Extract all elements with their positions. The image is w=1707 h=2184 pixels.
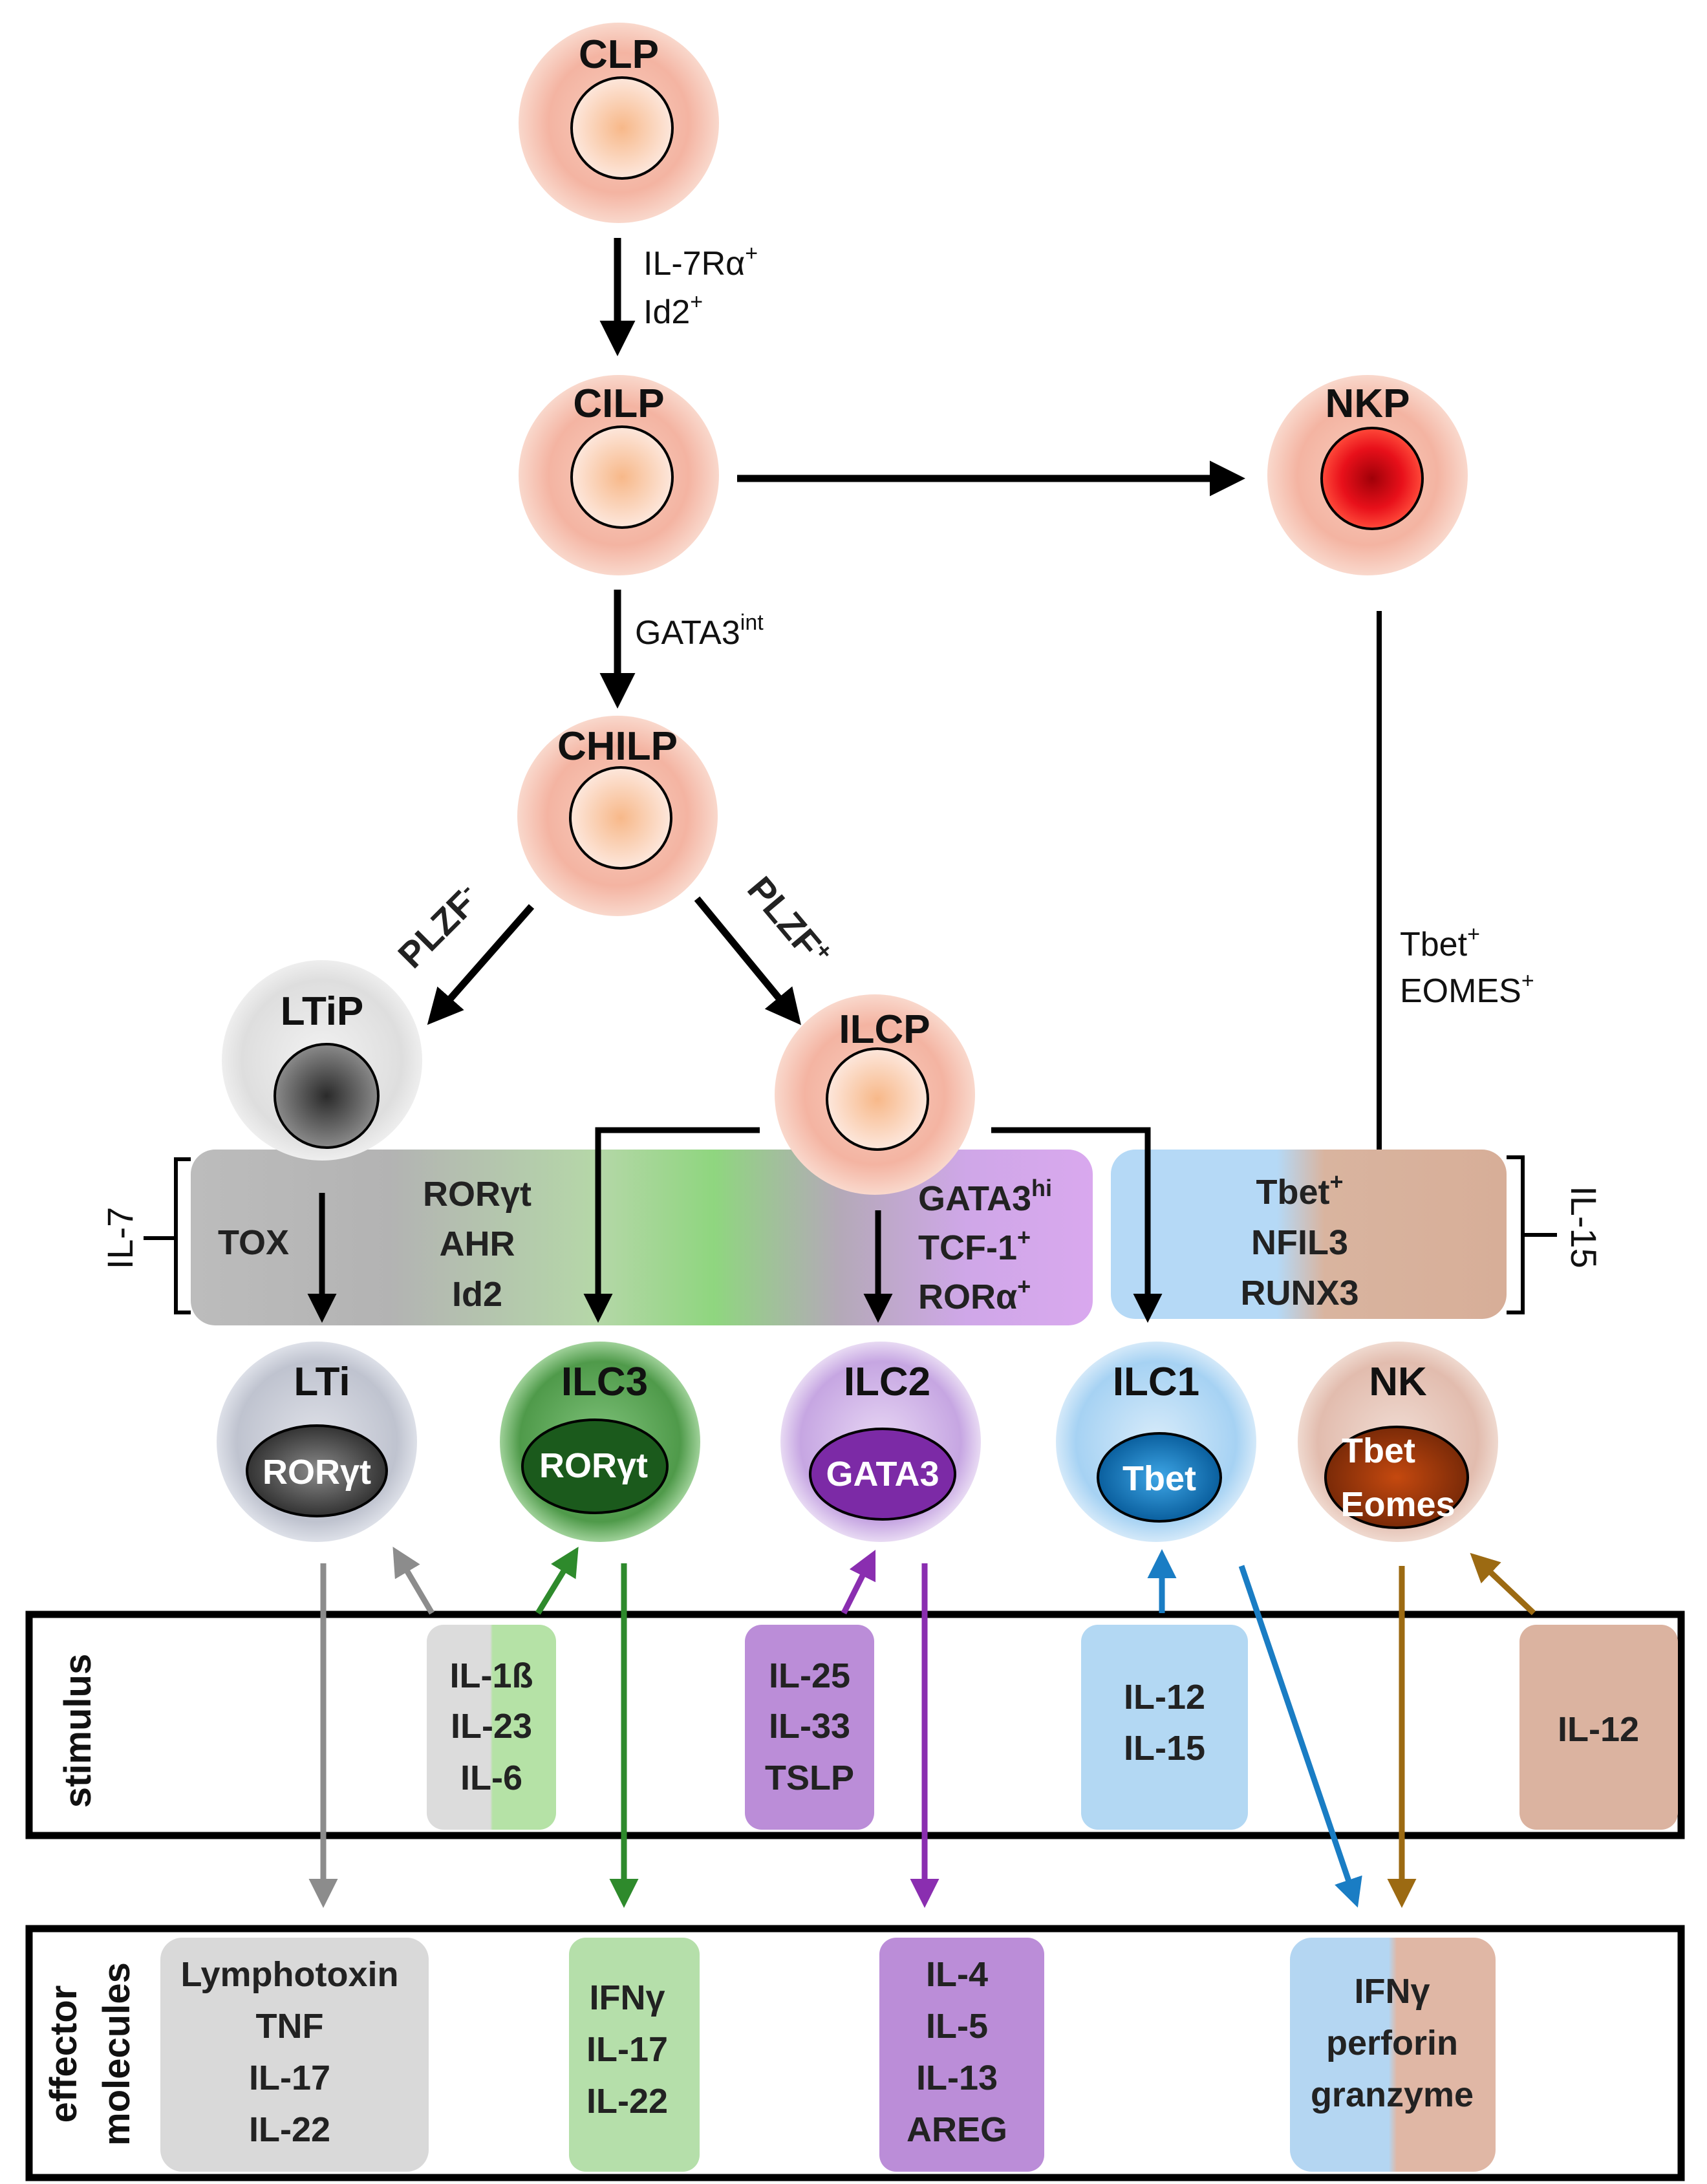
factor-tox: TOX [218, 1223, 289, 1262]
factor-ilc3-2: AHR [440, 1225, 515, 1263]
cell-nkp: NKP [1267, 375, 1468, 575]
stimulus-box-ilc2 [745, 1625, 874, 1830]
cell-ltip: LTiP [222, 960, 422, 1161]
arrow-ilc1-effector [1238, 1565, 1362, 1908]
lti-label: LTi [294, 1360, 350, 1404]
factor-ilc2-1: GATA3hi [918, 1175, 1052, 1218]
nk-label: NK [1369, 1360, 1427, 1404]
bracket-left [144, 1157, 191, 1314]
nk-nucleus-label-2: Eomes [1340, 1485, 1455, 1524]
stimulus-section-label: stimulus [57, 1654, 99, 1808]
effector-ilc2-3: IL-13 [916, 2059, 998, 2097]
effector-lti-4: IL-22 [249, 2110, 330, 2149]
chilp-ilcp-label: PLZF+ [740, 868, 839, 974]
stimulus-ilc2-1: IL-25 [769, 1656, 850, 1695]
factor-group1-3: RUNX3 [1240, 1274, 1358, 1312]
nk-nucleus-label-1: Tbet [1342, 1431, 1415, 1470]
stimulus-ilc3-1: IL-1ß [450, 1656, 533, 1695]
stimulus-ilc1-2: IL-15 [1124, 1729, 1205, 1768]
ltip-label: LTiP [281, 989, 364, 1034]
ilc1-nucleus-label: Tbet [1122, 1459, 1196, 1498]
effector-section-label-1: effector [43, 1986, 85, 2123]
stimulus-ilc3-3: IL-6 [460, 1759, 522, 1797]
stimulus-box-ilc1 [1081, 1625, 1248, 1830]
effector-lti-1: Lymphotoxin [181, 1955, 399, 1994]
effector-section-label-2: molecules [96, 1962, 138, 2146]
arrow-stimulus-ilc2 [841, 1549, 876, 1615]
stimulus-ilc2-2: IL-33 [769, 1707, 850, 1746]
stimulus-nk-1: IL-12 [1558, 1710, 1639, 1749]
ilcp-label: ILCP [839, 1007, 930, 1052]
nkp-nk-label-1: Tbet+ [1400, 922, 1480, 963]
effector-group1-1: IFNγ [1354, 1972, 1430, 2011]
effector-ilc2-4: AREG [907, 2110, 1007, 2149]
arrow-ilcp-ilc1 [991, 1127, 1163, 1323]
stimulus-ilc3-2: IL-23 [451, 1707, 532, 1746]
effector-lti-3: IL-17 [249, 2059, 330, 2097]
stimulus-box-ilc3 [427, 1625, 556, 1830]
effector-group1-2: perforin [1326, 2024, 1458, 2062]
cytokine-il15: IL-15 [1563, 1186, 1604, 1269]
clp-cilp-label-2: Id2+ [643, 290, 703, 331]
factor-ilc3-3: Id2 [452, 1275, 502, 1314]
bracket-right [1507, 1155, 1557, 1314]
factor-group1-1: Tbet+ [1256, 1168, 1343, 1212]
chilp-ltip-label: PLZF- [389, 877, 488, 976]
nkp-nk-label-2: EOMES+ [1400, 969, 1534, 1010]
ilc3-label: ILC3 [561, 1360, 648, 1404]
effector-ilc3-1: IFNγ [589, 1978, 665, 2017]
factor-ilc2-2: TCF-1+ [918, 1224, 1031, 1267]
arrow-stimulus-lti [392, 1547, 435, 1615]
cell-lti: LTi RORγt [217, 1342, 417, 1542]
arrow-chilp-ltip [427, 904, 535, 1025]
cell-ilc1: ILC1 Tbet [1056, 1342, 1256, 1542]
effector-ilc3-3: IL-22 [586, 2082, 668, 2121]
cell-ilc3: ILC3 RORγt [500, 1342, 700, 1542]
arrow-stimulus-ilc3 [535, 1547, 579, 1615]
clp-cilp-label-1: IL-7Rα+ [643, 241, 758, 283]
effector-ilc3-2: IL-17 [586, 2030, 668, 2069]
cell-ilc2: ILC2 GATA3 [780, 1342, 981, 1542]
ilc2-label: ILC2 [844, 1360, 930, 1404]
effector-box-group1 [1290, 1938, 1496, 2172]
effector-group1-3: granzyme [1311, 2075, 1474, 2114]
factor-ilc2-3: RORα+ [918, 1273, 1031, 1316]
arrow-stimulus-nk [1470, 1552, 1536, 1616]
cilp-label: CILP [573, 381, 664, 426]
stimulus-box-nk [1519, 1625, 1678, 1830]
cilp-chilp-label: GATA3int [635, 610, 764, 652]
cell-nk: NK Tbet Eomes [1298, 1342, 1498, 1542]
stimulus-ilc1-1: IL-12 [1124, 1678, 1205, 1717]
nkp-label: NKP [1326, 381, 1410, 426]
stimulus-ilc2-3: TSLP [765, 1759, 854, 1797]
effector-box-ilc2 [879, 1938, 1044, 2172]
stimulus-frame [25, 1611, 1685, 1839]
cell-ilcp: ILCP [775, 994, 975, 1195]
ilc1-label: ILC1 [1113, 1360, 1199, 1404]
effector-frame [25, 1925, 1685, 2181]
effector-box-ilc3 [569, 1938, 700, 2172]
cell-chilp: CHILP [517, 716, 718, 916]
effector-box-lti [160, 1938, 429, 2172]
arrow-chilp-ilcp [694, 896, 801, 1025]
effector-ilc2-1: IL-4 [926, 1955, 988, 1994]
arrow-ilcp-ilc3 [583, 1127, 760, 1323]
lti-nucleus-label: RORγt [263, 1453, 371, 1492]
ilc2-nucleus-label: GATA3 [826, 1455, 939, 1493]
cell-clp: CLP [519, 23, 719, 223]
factor-group1-2: NFIL3 [1251, 1223, 1348, 1262]
ilc3-nucleus-label: RORγt [539, 1446, 648, 1485]
cytokine-il7: IL-7 [100, 1207, 140, 1270]
clp-label: CLP [579, 32, 659, 77]
cell-cilp: CILP [519, 375, 719, 575]
effector-ilc2-2: IL-5 [926, 2007, 988, 2046]
band-group1-lineage [1111, 1150, 1507, 1319]
factor-ilc3-1: RORγt [423, 1175, 531, 1214]
effector-lti-2: TNF [256, 2007, 324, 2046]
chilp-label: CHILP [557, 724, 678, 769]
